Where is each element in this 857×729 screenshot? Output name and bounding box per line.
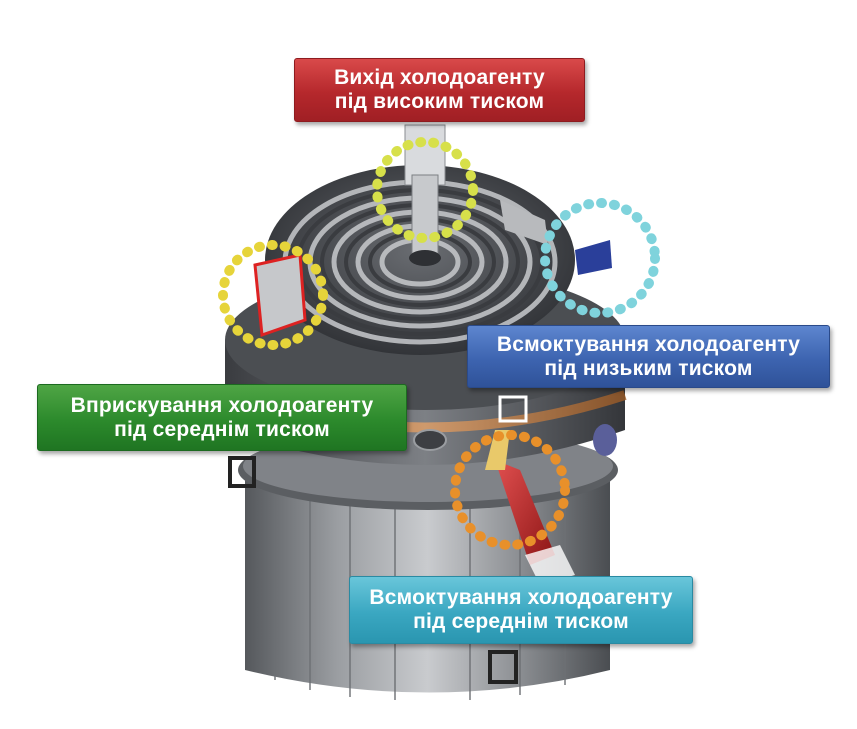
low-pressure-suction-line1: Всмоктування холодоагенту [496,332,801,356]
medium-pressure-suction-label: Всмоктування холодоагенту під середнім т… [349,576,693,644]
low-pressure-suction-label: Всмоктування холодоагенту під низьким ти… [467,325,830,388]
medium-pressure-injection-line2: під середнім тиском [114,417,330,441]
bracket-top [498,395,528,423]
highlight-outlet-ring [372,137,478,243]
high-pressure-outlet-label: Вихід холодоагенту під високим тиском [294,58,585,122]
bracket-left [228,456,256,488]
medium-pressure-suction-line1: Всмоктування холодоагенту [369,586,673,609]
medium-pressure-injection-line1: Вприскування холодоагенту [70,393,374,417]
medium-pressure-injection-label: Вприскування холодоагенту під середнім т… [37,384,407,451]
highlight-low-suction-ring [540,198,660,318]
high-pressure-outlet-line2: під високим тиском [334,90,545,113]
high-pressure-outlet-line1: Вихід холодоагенту [334,66,545,89]
highlight-mid-suction-ring [450,430,570,550]
low-pressure-suction-line2: під низьким тиском [544,356,753,380]
bracket-bottom [488,650,518,684]
highlight-injection-ring [218,240,328,350]
medium-pressure-suction-line2: під середнім тиском [413,610,629,633]
